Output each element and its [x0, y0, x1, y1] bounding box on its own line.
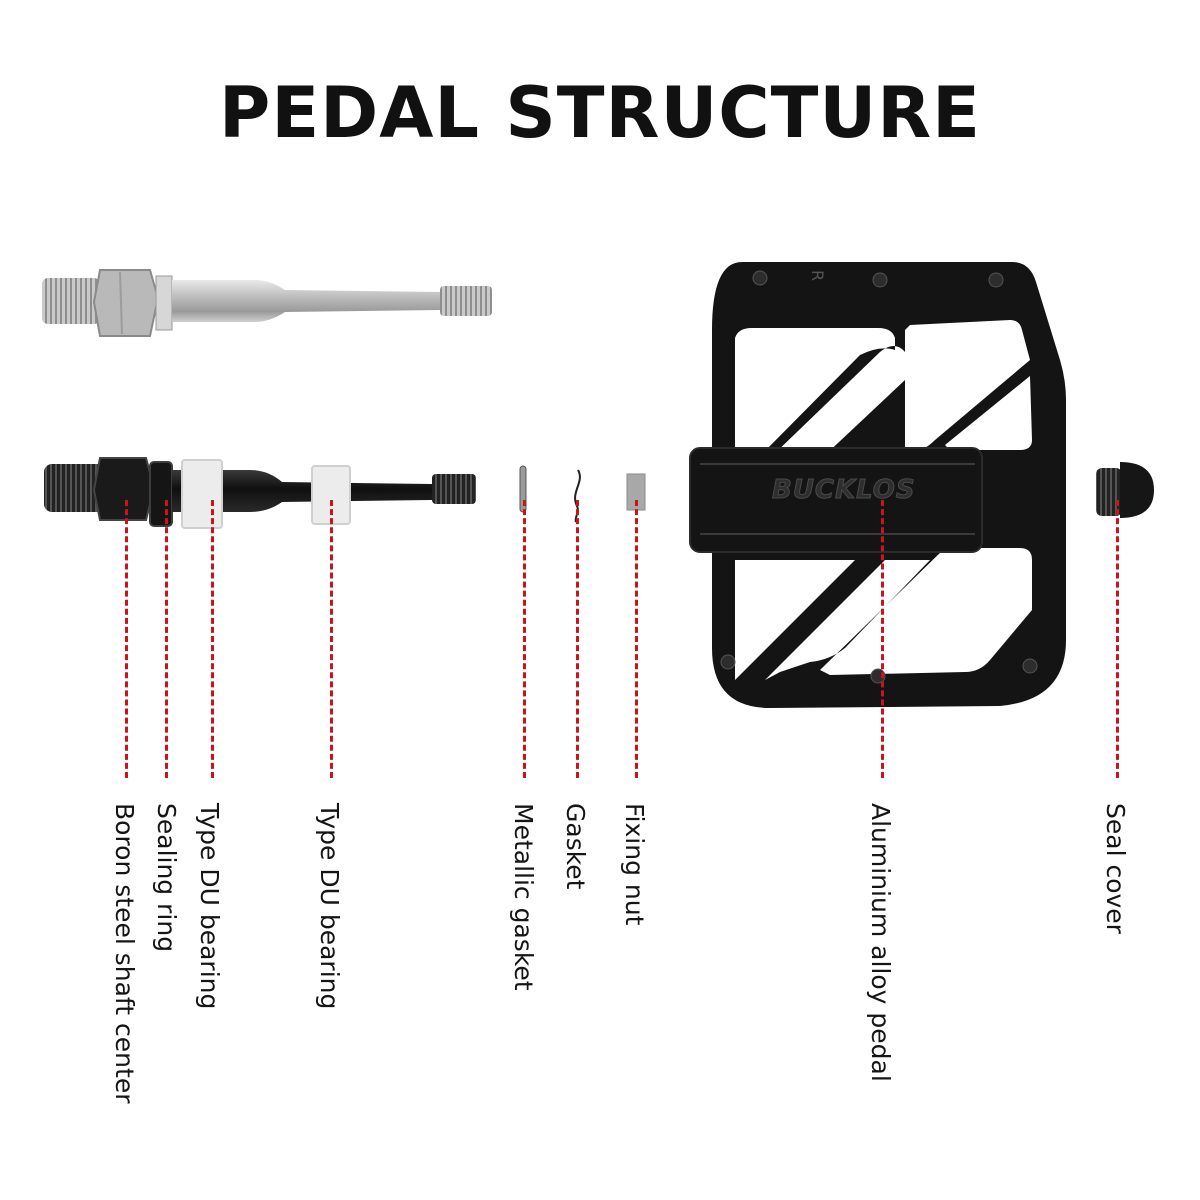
- label-du-bearing-1: Type DU bearing: [195, 803, 224, 1010]
- silver-shaft: [172, 280, 440, 322]
- pin-6: [1022, 658, 1038, 674]
- label-gasket: Gasket: [561, 803, 590, 890]
- sealing-ring-part: [149, 461, 173, 527]
- black-thread-small: [432, 474, 476, 504]
- leader-fixing-nut: [635, 500, 638, 778]
- label-alloy-pedal: Aluminium alloy pedal: [866, 803, 895, 1082]
- label-du-bearing-2: Type DU bearing: [315, 803, 344, 1010]
- seal-cover-part: [1096, 462, 1154, 518]
- label-sealing-ring: Sealing ring: [152, 803, 181, 953]
- brand-mark: BUCKLOS: [772, 475, 916, 505]
- silver-hex-nut: [92, 269, 160, 337]
- silver-collar: [155, 275, 173, 331]
- alloy-pedal-body: R BUCKLOS: [689, 262, 1066, 708]
- assembled-silver-axle: [42, 269, 492, 337]
- leader-gasket: [576, 500, 579, 778]
- leader-seal-cover: [1116, 500, 1119, 778]
- label-boron-shaft: Boron steel shaft center: [110, 803, 139, 1104]
- pedal-spindle-housing: [689, 447, 983, 553]
- exploded-black-axle: [44, 457, 476, 529]
- pin-4: [720, 654, 736, 670]
- black-shaft: [172, 470, 432, 512]
- black-thread-large: [44, 464, 104, 512]
- label-metallic-gasket: Metallic gasket: [509, 803, 538, 991]
- leader-sealing-ring: [165, 500, 168, 778]
- leader-boron-shaft: [125, 500, 128, 778]
- leader-du-bearing-2: [330, 500, 333, 778]
- page-title: PEDAL STRUCTURE: [219, 72, 981, 154]
- pin-2: [872, 272, 888, 288]
- leader-alloy-pedal: [881, 500, 884, 778]
- label-seal-cover: Seal cover: [1101, 803, 1130, 934]
- black-hex-nut: [92, 457, 156, 521]
- pin-1: [752, 270, 768, 286]
- side-mark: R: [808, 270, 827, 281]
- du-bearing-1-part: [181, 459, 223, 529]
- leader-metallic-gasket: [523, 500, 526, 778]
- silver-thread-small: [440, 286, 492, 316]
- silver-thread-large: [42, 278, 100, 324]
- label-fixing-nut: Fixing nut: [620, 803, 649, 926]
- leader-du-bearing-1: [211, 500, 214, 778]
- pin-3: [988, 272, 1004, 288]
